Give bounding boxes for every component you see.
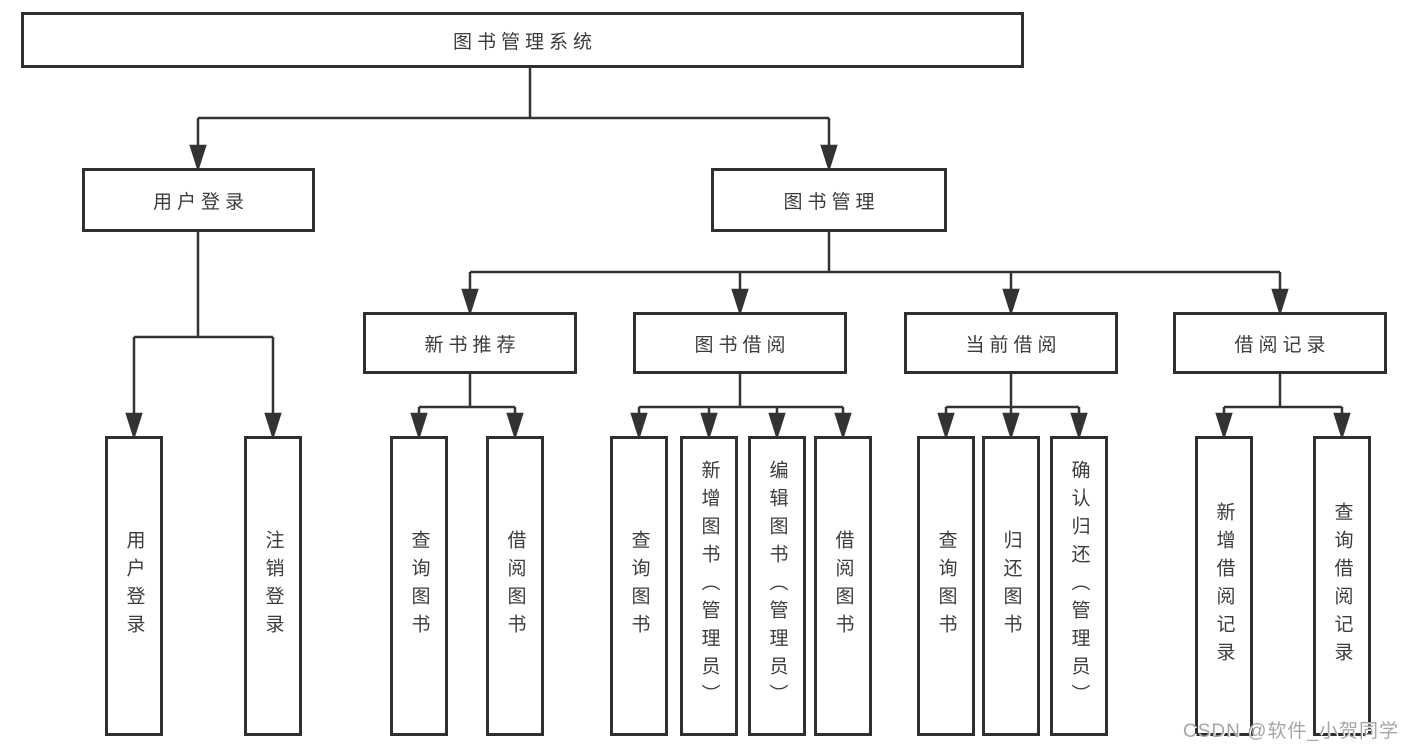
leaf-user-login: 用户登录 [105, 436, 163, 736]
arrowhead [125, 412, 143, 441]
leaf-confirm-return-admin: 确认归还（管理员） [1050, 436, 1108, 736]
node-borrowing-records: 借阅记录 [1173, 312, 1387, 374]
connector-root-to-level2 [189, 68, 838, 173]
arrowhead [834, 412, 852, 441]
node-current-borrowing: 当前借阅 [904, 312, 1118, 374]
arrowhead [731, 288, 749, 317]
arrowhead [937, 412, 955, 441]
leaf-query-books: 查询图书 [917, 436, 975, 736]
connector-new-books-to-leaves [410, 374, 524, 441]
node-book-management: 图书管理 [711, 168, 947, 232]
node-root-system: 图书管理系统 [21, 12, 1024, 68]
arrowhead [1002, 288, 1020, 317]
connector-user-login-to-leaves [125, 232, 282, 441]
arrowhead [410, 412, 428, 441]
connector-borrow-records-to-leaves [1215, 374, 1351, 441]
leaf-return-books: 归还图书 [982, 436, 1040, 736]
node-user-login: 用户登录 [82, 168, 315, 232]
arrowhead [630, 412, 648, 441]
leaf-edit-books-admin: 编辑图书（管理员） [748, 436, 806, 736]
arrowhead [1002, 412, 1020, 441]
leaf-query-books: 查询图书 [390, 436, 448, 736]
leaf-query-borrow-record: 查询借阅记录 [1313, 436, 1371, 736]
leaf-logout: 注销登录 [244, 436, 302, 736]
csdn-watermark: CSDN @软件_小贺同学 [1183, 721, 1399, 742]
arrowhead [820, 144, 838, 173]
node-book-borrowing: 图书借阅 [633, 312, 847, 374]
leaf-add-books-admin: 新增图书（管理员） [680, 436, 738, 736]
arrowhead [461, 288, 479, 317]
arrowhead [506, 412, 524, 441]
connector-book-mgmt-to-level3 [461, 232, 1289, 317]
arrowhead [1215, 412, 1233, 441]
arrowhead [700, 412, 718, 441]
leaf-add-borrow-record: 新增借阅记录 [1195, 436, 1253, 736]
node-new-book-recommend: 新书推荐 [363, 312, 577, 374]
leaf-borrow-books: 借阅图书 [814, 436, 872, 736]
connector-current-borrow-to-leaves [937, 374, 1088, 441]
arrowhead [189, 144, 207, 173]
leaf-query-books: 查询图书 [610, 436, 668, 736]
connector-book-borrow-to-leaves [630, 374, 852, 441]
arrowhead [768, 412, 786, 441]
leaf-borrow-books: 借阅图书 [486, 436, 544, 736]
arrowhead [1070, 412, 1088, 441]
arrowhead [1333, 412, 1351, 441]
arrowhead [264, 412, 282, 441]
arrowhead [1271, 288, 1289, 317]
